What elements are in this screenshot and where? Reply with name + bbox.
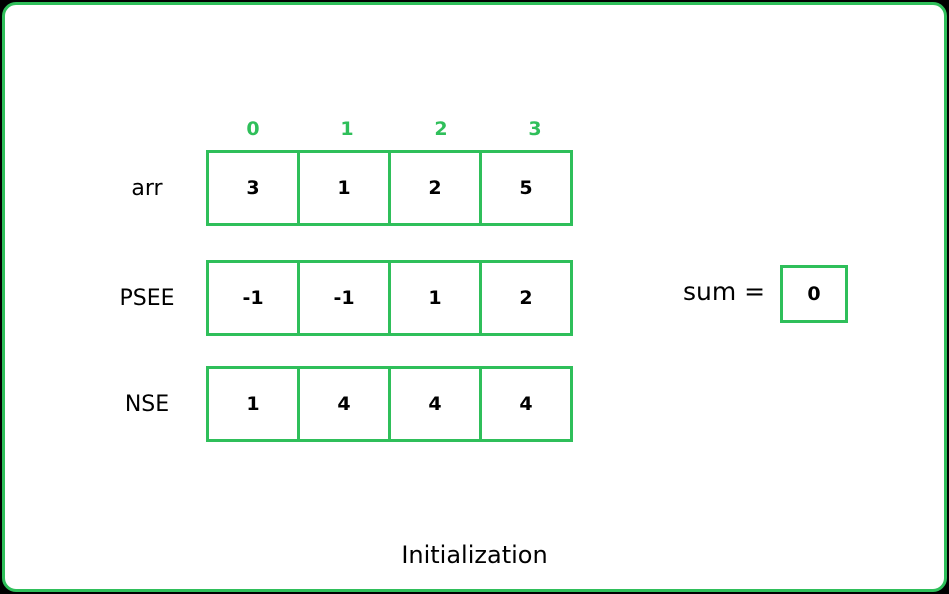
array-cell: 4 <box>388 366 482 442</box>
sum-value-box: 0 <box>780 265 848 323</box>
array-cell: 2 <box>388 150 482 226</box>
array-cell: 3 <box>206 150 300 226</box>
row-label-nse: NSE <box>124 392 170 417</box>
array-cell: -1 <box>206 260 300 336</box>
index-label-3: 3 <box>528 118 542 140</box>
row-label-arr: arr <box>131 176 163 201</box>
index-label-1: 1 <box>340 118 354 140</box>
array-row-arr: 3 1 2 5 <box>206 150 573 226</box>
array-cell: 1 <box>297 150 391 226</box>
diagram-caption: Initialization <box>401 541 548 569</box>
index-label-0: 0 <box>246 118 260 140</box>
row-label-psee: PSEE <box>119 286 175 311</box>
array-row-psee: -1 -1 1 2 <box>206 260 573 336</box>
array-cell: 4 <box>479 366 573 442</box>
array-cell: 4 <box>297 366 391 442</box>
array-cell: 5 <box>479 150 573 226</box>
array-row-nse: 1 4 4 4 <box>206 366 573 442</box>
sum-label: sum = <box>683 277 766 306</box>
index-label-2: 2 <box>434 118 448 140</box>
array-cell: -1 <box>297 260 391 336</box>
array-cell: 1 <box>388 260 482 336</box>
array-cell: 1 <box>206 366 300 442</box>
array-cell: 2 <box>479 260 573 336</box>
